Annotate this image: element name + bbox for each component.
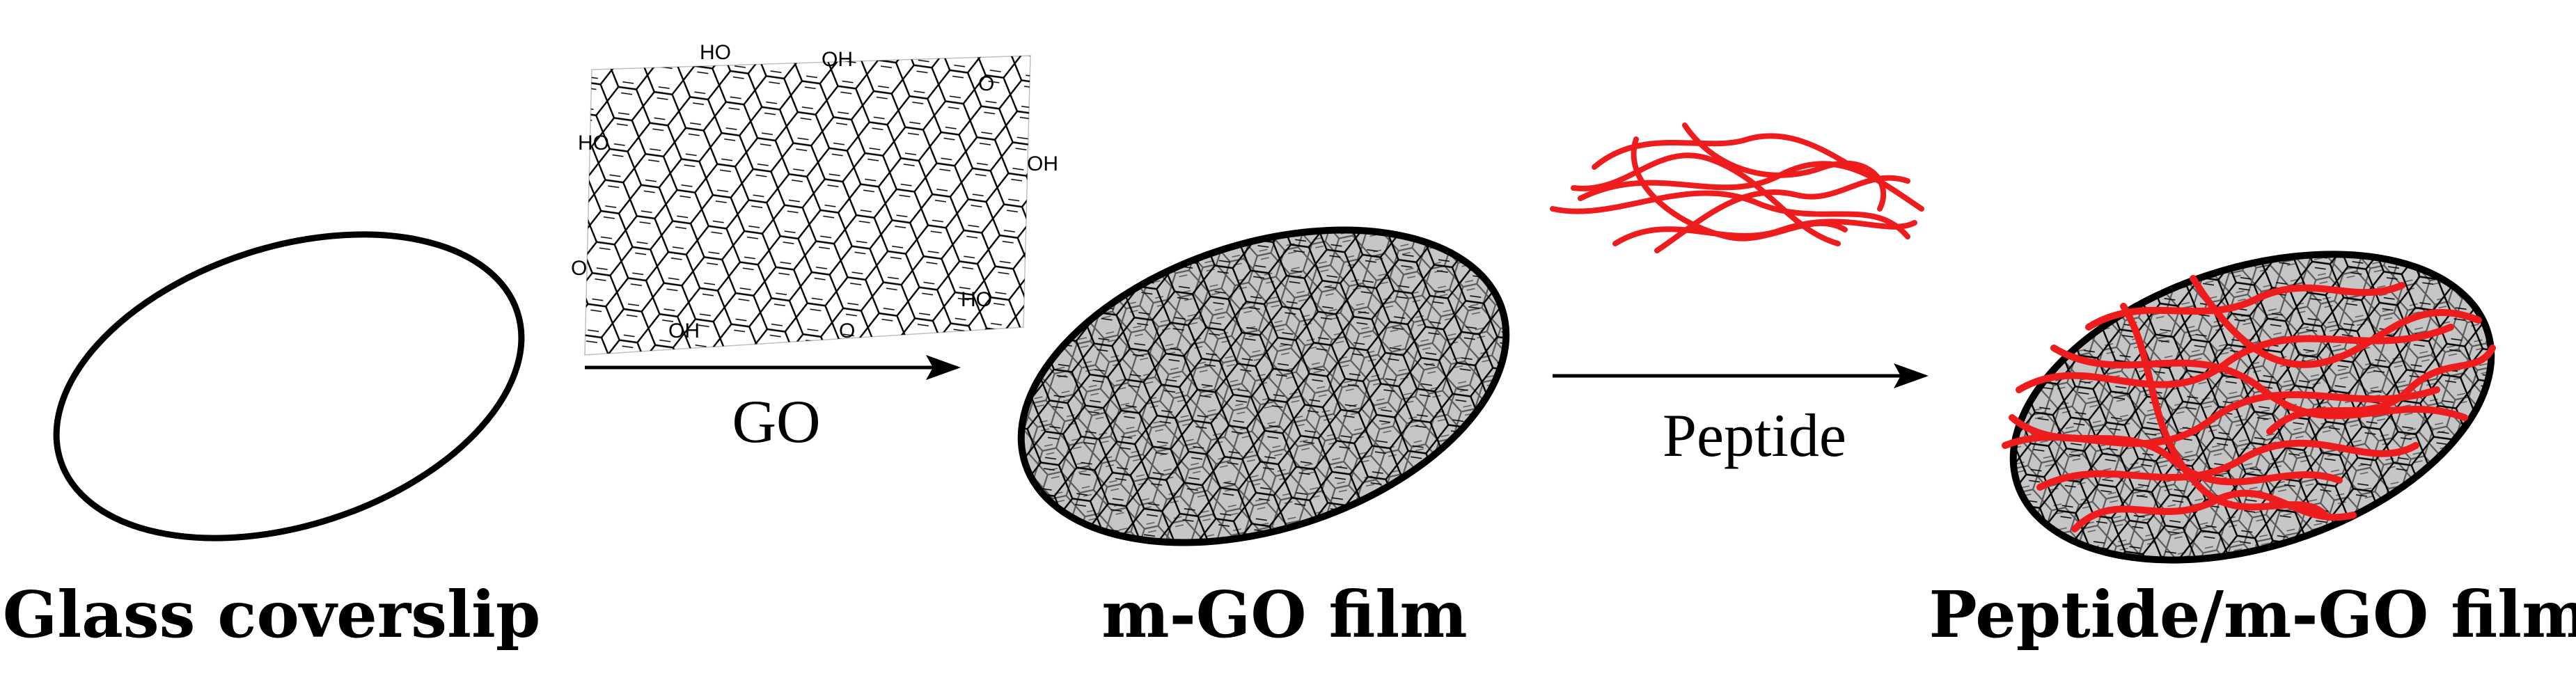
peptide-m-go-film-stage: Peptide/m-GO film <box>1929 230 2576 652</box>
chem-group: O <box>571 257 587 280</box>
glass-coverslip-ellipse <box>53 231 525 541</box>
chem-group: HO <box>961 288 992 311</box>
peptide-step-arrow: Peptide <box>1553 363 1929 470</box>
peptide-step-label: Peptide <box>1663 402 1846 470</box>
chem-group: OH <box>1027 152 1058 175</box>
glass-coverslip-label: Glass coverslip <box>3 577 541 652</box>
go-step-label: GO <box>732 388 820 456</box>
chem-group: O <box>978 72 994 95</box>
glass-coverslip-stage: Glass coverslip <box>3 231 541 652</box>
m-go-film-stage: m-GO film <box>989 209 1546 652</box>
m-go-film-label: m-GO film <box>1101 577 1467 652</box>
m-go-film-ellipse <box>1017 226 1510 546</box>
graphene-oxide-structure-icon: HO OH O HO OH O HO OH O <box>571 41 1058 356</box>
chem-group: OH <box>668 319 700 342</box>
go-step-arrow: GO <box>585 355 961 456</box>
adsorbed-peptide-strands <box>2002 275 2496 532</box>
peptide-strands-icon <box>1550 122 1924 253</box>
chem-group: HO <box>578 132 609 155</box>
peptide-m-go-film-label: Peptide/m-GO film <box>1929 577 2576 652</box>
chem-group: O <box>839 319 855 342</box>
peptide-m-go-film-ellipse <box>2009 251 2495 564</box>
chem-group: HO <box>700 41 731 64</box>
chem-group: OH <box>822 48 853 71</box>
